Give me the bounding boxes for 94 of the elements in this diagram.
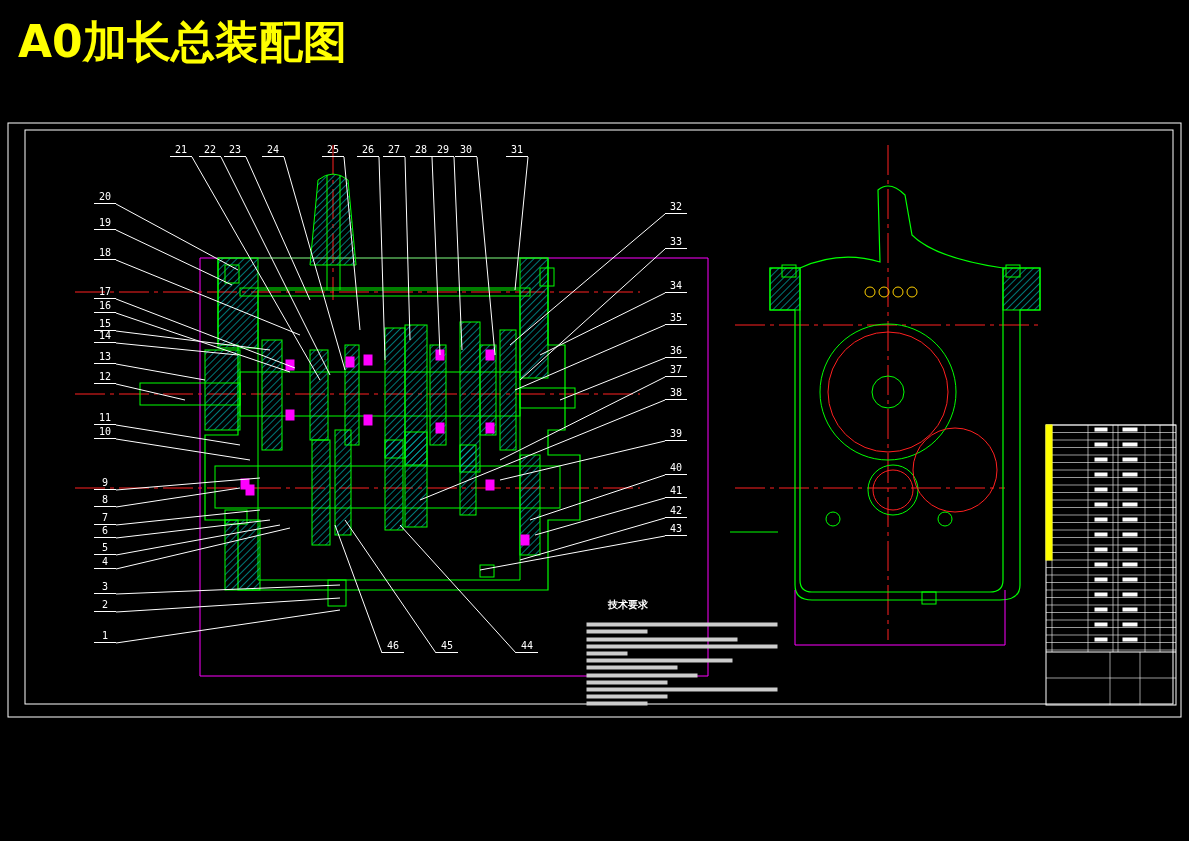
callout-number: 45 xyxy=(436,640,458,653)
leader-line xyxy=(399,524,517,654)
callout-number: 40 xyxy=(665,462,687,475)
callout-number: 22 xyxy=(199,144,221,157)
callout-number: 20 xyxy=(94,191,116,204)
callout-number: 18 xyxy=(94,247,116,260)
callout-number: 44 xyxy=(516,640,538,653)
leader-line xyxy=(431,156,441,356)
callout-number: 3 xyxy=(94,581,116,594)
leader-line xyxy=(220,156,331,376)
leader-line xyxy=(499,440,666,481)
leader-line xyxy=(115,609,341,644)
leader-line xyxy=(115,259,301,336)
leader-line xyxy=(115,519,271,539)
leader-line xyxy=(115,342,239,356)
leader-line xyxy=(115,487,241,508)
callout-number: 33 xyxy=(665,236,687,249)
callout-number: 5 xyxy=(94,542,116,555)
callout-number: 35 xyxy=(665,312,687,325)
callout-number: 42 xyxy=(665,505,687,518)
callout-number: 16 xyxy=(94,300,116,313)
leader-line xyxy=(519,517,666,561)
leader-line xyxy=(115,383,186,401)
leader-line xyxy=(334,524,383,654)
callout-number: 39 xyxy=(665,428,687,441)
callout-number: 19 xyxy=(94,217,116,230)
leader-line xyxy=(283,156,346,371)
leader-line xyxy=(115,527,291,570)
callout-number: 27 xyxy=(383,144,405,157)
leader-line xyxy=(514,324,666,391)
callout-number: 21 xyxy=(170,144,192,157)
leader-line xyxy=(514,156,529,291)
section-heading: 技术要求 xyxy=(608,598,648,612)
callout-number: 30 xyxy=(455,144,477,157)
leader-line xyxy=(559,357,666,401)
callout-number: 29 xyxy=(432,144,454,157)
leader-line xyxy=(344,519,437,654)
leader-line xyxy=(509,213,666,346)
callout-number: 23 xyxy=(224,144,246,157)
drawing-title: A0加长总装配图 xyxy=(18,16,347,68)
leader-line xyxy=(115,298,296,369)
callout-number: 28 xyxy=(410,144,432,157)
leader-line xyxy=(479,535,666,571)
callout-number: 25 xyxy=(322,144,344,157)
callout-number: 41 xyxy=(665,485,687,498)
leader-line xyxy=(115,438,251,461)
callout-number: 6 xyxy=(94,525,116,538)
callout-number: 32 xyxy=(665,201,687,214)
leader-line xyxy=(115,363,206,381)
callout-number: 1 xyxy=(94,630,116,643)
callout-number: 46 xyxy=(382,640,404,653)
leader-line xyxy=(115,229,233,286)
callout-number: 12 xyxy=(94,371,116,384)
callout-number: 17 xyxy=(94,286,116,299)
leader-line xyxy=(115,524,281,556)
callout-number: 24 xyxy=(262,144,284,157)
leader-line xyxy=(115,330,271,351)
callout-number: 7 xyxy=(94,512,116,525)
leader-line xyxy=(343,156,361,331)
leader-line xyxy=(534,497,666,536)
leader-line xyxy=(115,584,341,595)
callout-number: 36 xyxy=(665,345,687,358)
leader-line xyxy=(419,399,666,501)
callout-number: 37 xyxy=(665,364,687,377)
leader-line xyxy=(404,156,411,341)
leader-line xyxy=(115,203,239,271)
leader-line xyxy=(115,509,261,526)
callout-number: 11 xyxy=(94,412,116,425)
leader-line xyxy=(476,156,496,356)
leader-line xyxy=(499,376,666,461)
leader-line xyxy=(529,474,666,521)
callout-number: 38 xyxy=(665,387,687,400)
leader-line xyxy=(115,424,241,446)
leader-line xyxy=(539,292,666,356)
callout-number: 9 xyxy=(94,477,116,490)
leader-line xyxy=(378,156,386,361)
leader-line xyxy=(245,156,311,301)
callout-number: 8 xyxy=(94,494,116,507)
callout-number: 34 xyxy=(665,280,687,293)
leader-line xyxy=(191,156,321,381)
callout-number: 26 xyxy=(357,144,379,157)
leader-line xyxy=(453,156,463,351)
callout-number: 4 xyxy=(94,556,116,569)
leader-line xyxy=(519,248,666,381)
callout-number: 2 xyxy=(94,599,116,612)
callout-number: 43 xyxy=(665,523,687,536)
leader-line xyxy=(115,597,341,613)
leader-line xyxy=(115,312,291,373)
callout-number: 13 xyxy=(94,351,116,364)
callout-number: 14 xyxy=(94,330,116,343)
callout-number: 10 xyxy=(94,426,116,439)
callout-number: 15 xyxy=(94,318,116,331)
callout-number: 31 xyxy=(506,144,528,157)
leader-line xyxy=(115,477,261,491)
